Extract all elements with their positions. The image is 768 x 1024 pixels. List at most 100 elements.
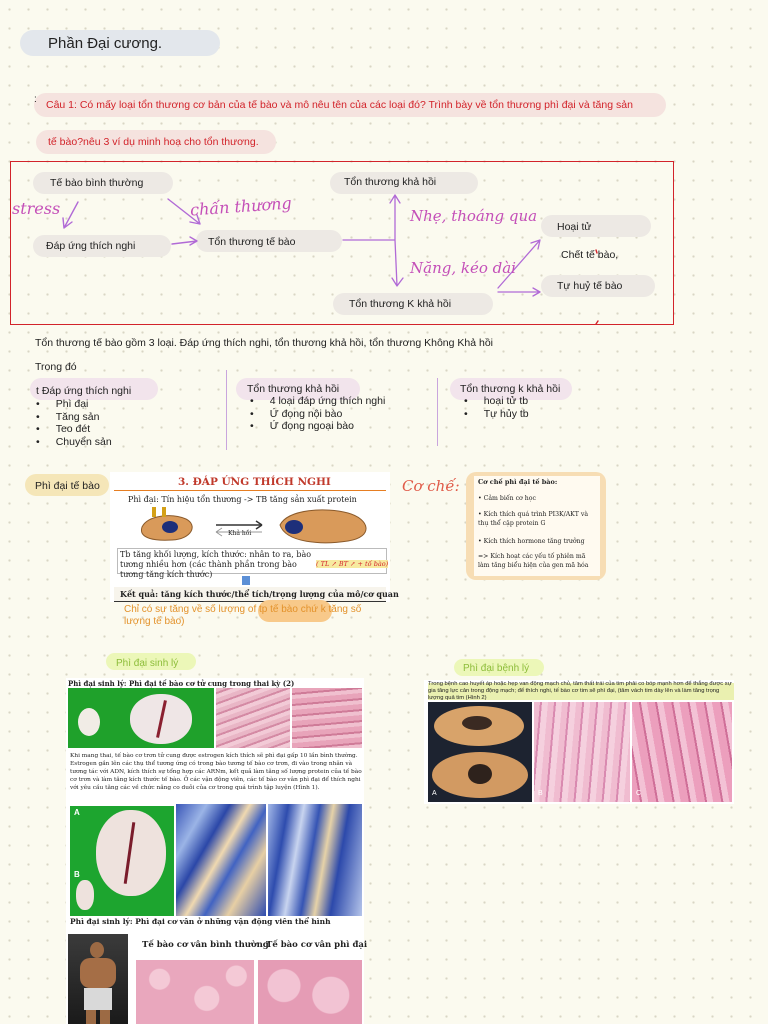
- node-adaptive-pill: [33, 235, 171, 257]
- col2-item: 4 loại đáp ứng thích nghi: [250, 395, 386, 408]
- uterus-photo-large: A B: [70, 806, 174, 916]
- mechanism-inner: [474, 476, 600, 576]
- hw-mechanism: Cơ chế:: [402, 477, 460, 495]
- note-highlight: [258, 600, 332, 622]
- patho-fig-b: B: [538, 790, 543, 797]
- slide-result: Kết quả: tăng kích thước/thể tích/trọng …: [120, 589, 399, 599]
- athlete-photo: [68, 934, 128, 1024]
- arrow-adaptive-to-injury: [171, 236, 198, 246]
- uterus-micro-2: [292, 688, 362, 748]
- diagram-frame: [10, 161, 674, 325]
- slide-title-rule: [114, 490, 386, 491]
- node-adaptive: Đáp ứng thích nghi: [46, 240, 136, 252]
- node-apoptosis-pill: [541, 275, 655, 297]
- hypertrophy-label: Phì đại tế bào: [35, 480, 100, 492]
- node-reversible: Tổn thương khả hồi: [344, 176, 437, 188]
- arrow-normal-to-adaptive: [62, 201, 79, 229]
- uterus-stain-2: [268, 804, 362, 916]
- question-pill-2: [36, 130, 276, 154]
- arrow-to-apoptosis: [497, 287, 541, 297]
- mechanism-item: • Kích thích hormone tăng trưởng: [478, 538, 585, 545]
- heart-micro-1: B: [534, 702, 630, 802]
- among-text: Trong đó: [35, 361, 77, 373]
- col2-list: 4 loại đáp ứng thích nghi Ứ đọng nội bào…: [250, 395, 386, 433]
- page-title: Phần Đại cương.: [48, 35, 163, 52]
- fig-label-b: B: [74, 870, 80, 879]
- slide-title: 3. ĐÁP ỨNG THÍCH NGHI: [178, 476, 331, 488]
- reversible-tag: Khả hồi: [228, 530, 252, 537]
- heart-photo: A: [428, 702, 532, 802]
- node-normal-pill: [33, 172, 173, 194]
- caption-hypertrophied-muscle: Tế bào cơ vân phì đại: [266, 940, 368, 950]
- node-normal-cell: Tế bào bình thường: [50, 177, 144, 189]
- question-line-1: Câu 1: Có mấy loại tổn thương cơ bản của…: [46, 99, 633, 111]
- node-irreversible-pill: [333, 293, 493, 315]
- mechanism-item: • Kích thích quá trình PI3K/AKT và thụ t…: [478, 511, 589, 527]
- arrow-injury-branch: [342, 194, 404, 287]
- down-arrow-icon: [242, 576, 250, 585]
- mechanism-item: => Kích hoạt các yếu tố phiên mã làm tăn…: [478, 553, 589, 569]
- physio-pill: [106, 653, 196, 670]
- arrow-stress-to-injury: [167, 198, 201, 225]
- patho-fig-c: C: [636, 790, 642, 797]
- hypertrophy-note: Chỉ có sự tăng về số lượng of tp tế bào …: [124, 604, 362, 627]
- node-cell-death: Chết tế bào,: [561, 249, 619, 261]
- node-reversible-pill: [330, 172, 478, 194]
- fig-label-a: A: [74, 808, 80, 817]
- col1-item: Phì đại: [36, 398, 112, 411]
- uterus-micro-1: [216, 688, 290, 748]
- col3-item: hoại tử tb: [464, 395, 529, 408]
- col1-title: t Đáp ứng thích nghi: [36, 385, 132, 397]
- hw-severe: Nặng, kéo dài: [410, 259, 516, 277]
- uterus-photo: [68, 688, 214, 748]
- hw-mild: Nhẹ, thoáng qua: [410, 207, 538, 225]
- bullet-dot: :: [34, 94, 37, 105]
- mechanism-title: Cơ chế phì đại tế bào:: [478, 478, 558, 486]
- red-mark-1: [595, 249, 598, 254]
- hypertrophy-pill: [25, 474, 109, 496]
- red-mark-2: [595, 320, 599, 325]
- slide-box-text: Tb tăng khối lượng, kích thước: nhân to …: [120, 550, 312, 579]
- physio-slide-head: Phì đại sinh lý: Phì đại tế bào cơ tử cu…: [68, 679, 295, 688]
- col1-item: Chuyển sản: [36, 436, 112, 449]
- patho-pill: [454, 659, 544, 676]
- question-line-2: tế bào?nêu 3 ví dụ minh hoạ cho tổn thươ…: [48, 136, 259, 148]
- patho-slide-text: Trong bệnh cao huyết áp hoặc hẹp van độn…: [428, 681, 732, 701]
- patho-label: Phì đại bệnh lý: [463, 663, 530, 674]
- col1-item: Teo đét: [36, 423, 112, 436]
- patho-fig-a: A: [432, 790, 437, 797]
- caption-normal-muscle: Tế bào cơ vân bình thường: [142, 940, 269, 950]
- col1-item: Tăng sản: [36, 411, 112, 424]
- node-irreversible: Tổn thương K khả hồi: [349, 298, 452, 310]
- col2-item: Ứ đọng nội bào: [250, 408, 385, 421]
- column-divider-1: [226, 370, 227, 450]
- muscle-normal-micro: [136, 960, 254, 1024]
- muscle-hyper-micro: [258, 960, 362, 1024]
- patho-text-highlight: [428, 683, 734, 700]
- hw-stress: stress: [12, 199, 61, 218]
- col3-item: Tự hủy tb: [464, 408, 529, 421]
- title-pill: [20, 30, 220, 56]
- physio-slide-head-2: Phì đại sinh lý: Phì đại cơ vân ở những …: [70, 917, 331, 926]
- cell-illustration: [140, 507, 367, 544]
- arrow-to-necrosis: [497, 239, 541, 289]
- uterus-stain-1: [176, 804, 266, 916]
- node-necrosis-pill: [541, 215, 651, 237]
- node-injury: Tổn thương tế bào: [208, 236, 296, 248]
- physio-label: Phì đại sinh lý: [116, 658, 179, 669]
- node-necrosis: Hoại tử: [557, 221, 592, 233]
- slide-subtitle: Phì đại: Tín hiệu tổn thương -> TB tăng …: [128, 495, 357, 504]
- slide-result-bar: [114, 587, 386, 602]
- node-injury-pill: [196, 230, 342, 252]
- col1-pill: [30, 378, 158, 400]
- slide-box-handwriting: ( TL ↗ BT ↗ + tố bào): [316, 560, 389, 568]
- heart-micro-2: C: [632, 702, 732, 802]
- node-apoptosis: Tự huỷ tế bào: [557, 280, 623, 292]
- column-divider-2: [437, 378, 438, 446]
- mechanism-item: • Cảm biến cơ học: [478, 495, 536, 502]
- col1-list: Phì đại Tăng sản Teo đét Chuyển sản: [36, 398, 112, 448]
- summary-text: Tổn thương tế bào gồm 3 loại. Đáp ứng th…: [35, 337, 493, 349]
- col2-title: Tổn thương khả hồi: [247, 383, 340, 395]
- physio-slide-text: Khi mang thai, tế bào cơ trơn tử cung đư…: [70, 753, 362, 791]
- col2-item: Ứ đọng ngoại bào: [250, 420, 385, 433]
